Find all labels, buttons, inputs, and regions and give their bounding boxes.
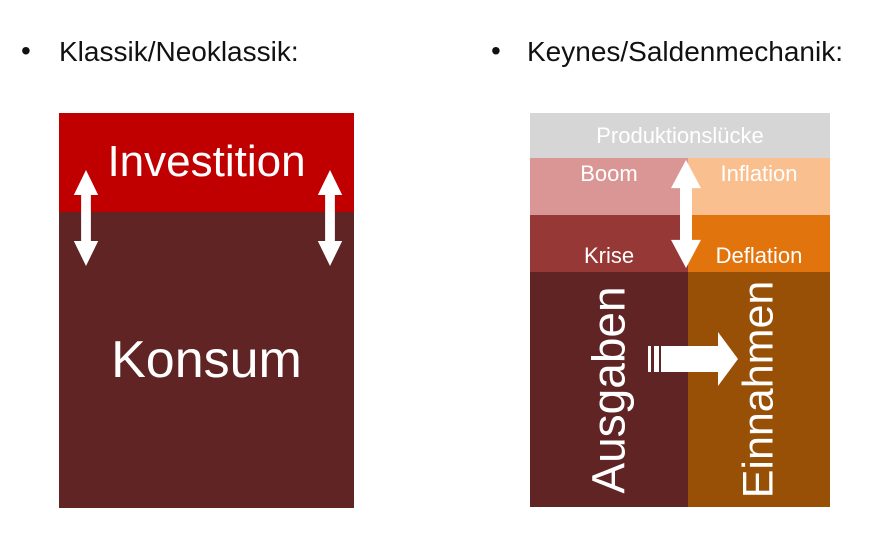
double-vertical-arrow-icon bbox=[73, 170, 99, 266]
konsum-block: Konsum bbox=[59, 212, 354, 508]
bullet-icon: • bbox=[21, 35, 31, 66]
boom-label: Boom bbox=[580, 161, 638, 186]
boom-cell: Boom bbox=[530, 158, 688, 215]
investition-label: Investition bbox=[107, 137, 306, 187]
einnahmen-column: Einnahmen bbox=[688, 272, 830, 507]
keynes-diagram: Produktionslücke Boom Inflation Krise De… bbox=[530, 113, 830, 507]
bullet-icon: • bbox=[491, 35, 501, 66]
krise-label: Krise bbox=[583, 242, 635, 268]
klassik-diagram: Investition Konsum bbox=[59, 113, 354, 508]
bullet-label-keynes: Keynes/Saldenmechanik: bbox=[527, 36, 843, 67]
double-vertical-arrow-icon bbox=[671, 160, 701, 268]
inflation-cell: Inflation bbox=[688, 158, 830, 215]
investition-block: Investition bbox=[59, 113, 354, 212]
produktionsluecke-bar: Produktionslücke bbox=[530, 113, 830, 158]
deflation-cell: Deflation bbox=[688, 215, 830, 272]
bullet-label-klassik: Klassik/Neoklassik: bbox=[59, 36, 299, 67]
inflation-label: Inflation bbox=[720, 161, 798, 186]
konsum-label: Konsum bbox=[111, 330, 302, 389]
deflation-label: Deflation bbox=[715, 242, 803, 268]
double-vertical-arrow-icon bbox=[317, 170, 343, 266]
striped-right-arrow-icon bbox=[648, 332, 738, 386]
krise-cell: Krise bbox=[530, 215, 688, 272]
ausgaben-label: Ausgaben bbox=[583, 285, 635, 494]
einnahmen-label: Einnahmen bbox=[734, 280, 783, 499]
produktionsluecke-label: Produktionslücke bbox=[596, 122, 764, 148]
ausgaben-column: Ausgaben bbox=[530, 272, 688, 507]
